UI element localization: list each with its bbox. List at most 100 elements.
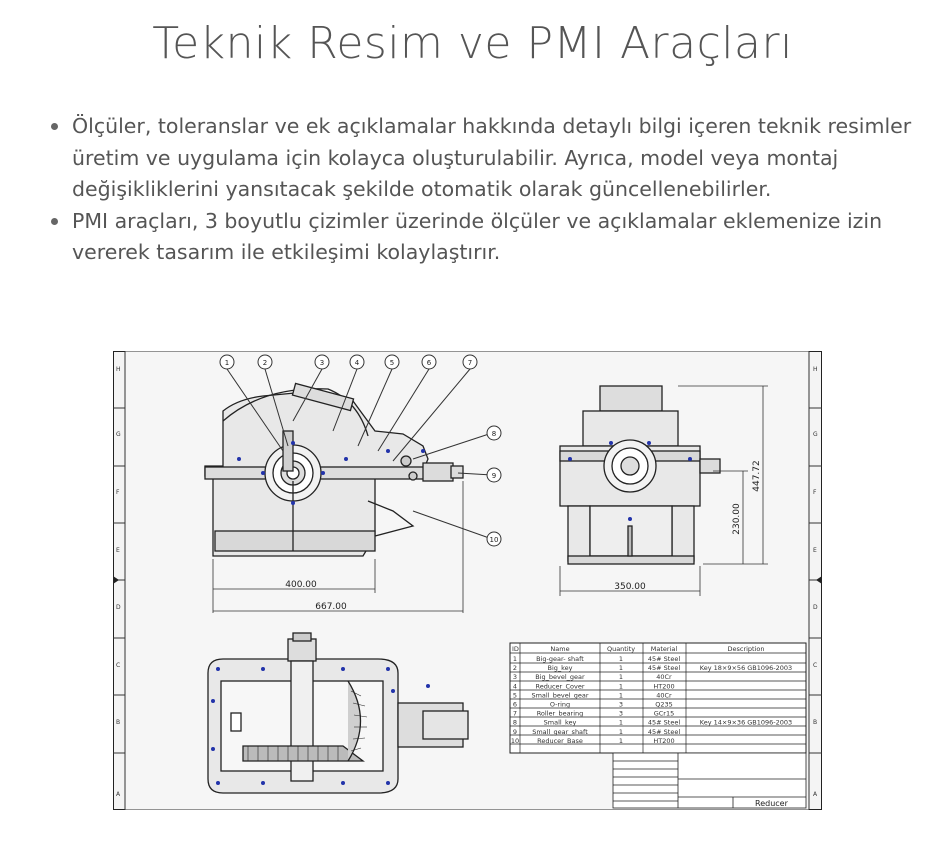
bom-cell: Big-gear- shaft bbox=[536, 655, 584, 663]
dimension-label: 230.00 bbox=[732, 503, 742, 535]
bom-cell: 5 bbox=[513, 691, 517, 699]
bom-cell: 1 bbox=[619, 655, 623, 663]
svg-text:9: 9 bbox=[492, 472, 496, 480]
bom-cell: 4 bbox=[513, 682, 517, 690]
bom-cell: Key 14×9×36 GB1096-2003 bbox=[700, 719, 792, 727]
zone-letter: H bbox=[813, 366, 818, 373]
svg-text:1: 1 bbox=[225, 359, 229, 367]
dimension-label: 400.00 bbox=[285, 580, 317, 590]
zone-letter: F bbox=[116, 489, 120, 496]
zone-letter: G bbox=[116, 431, 121, 438]
gear-teeth bbox=[247, 690, 368, 761]
zone-letter: B bbox=[116, 719, 120, 726]
zone-letter: E bbox=[813, 547, 817, 554]
bom-cell: O-ring bbox=[550, 701, 570, 709]
svg-text:3: 3 bbox=[320, 359, 324, 367]
bom-cell: 6 bbox=[513, 701, 517, 709]
svg-text:6: 6 bbox=[427, 359, 432, 367]
svg-text:5: 5 bbox=[390, 359, 394, 367]
bom-cell: 45# Steel bbox=[648, 655, 680, 663]
zone-letter: A bbox=[813, 791, 818, 798]
feature-text: Ölçüler, toleranslar ve ek açıklamalar h… bbox=[72, 114, 912, 201]
zone-letter: F bbox=[813, 489, 817, 496]
balloon: 6 bbox=[421, 354, 437, 370]
technical-drawing-image: H G F E D C B A H G F E D C B A bbox=[113, 351, 822, 810]
title-block bbox=[612, 752, 807, 809]
balloon: 8 bbox=[486, 425, 502, 441]
bom-cell: 45# Steel bbox=[648, 728, 680, 736]
bom-cell: 10 bbox=[511, 737, 519, 745]
svg-text:Name: Name bbox=[550, 645, 569, 653]
balloon: 10 bbox=[486, 531, 502, 547]
dimension-label: 667.00 bbox=[315, 602, 347, 612]
side-view bbox=[559, 385, 721, 565]
svg-text:2: 2 bbox=[263, 359, 267, 367]
svg-text:Quantity: Quantity bbox=[607, 645, 635, 653]
bom-cell: 1 bbox=[619, 682, 623, 690]
page-title: Teknik Resim ve PMI Araçları bbox=[152, 18, 793, 69]
dimension-label: 447.72 bbox=[752, 460, 762, 492]
bom-cell: Big_key bbox=[547, 664, 572, 672]
balloon: 3 bbox=[314, 354, 330, 370]
bom-cell: Reducer_Cover bbox=[536, 682, 585, 690]
bom-cell: Key 18×9×56 GB1096-2003 bbox=[700, 664, 792, 672]
bom-cell: 45# Steel bbox=[648, 719, 680, 727]
svg-text:Description: Description bbox=[727, 645, 764, 653]
feature-item: PMI araçları, 3 boyutlu çizimler üzerind… bbox=[48, 206, 928, 269]
feature-item: Ölçüler, toleranslar ve ek açıklamalar h… bbox=[48, 111, 928, 206]
bom-cell: 3 bbox=[619, 701, 623, 709]
zone-letter: D bbox=[813, 604, 818, 611]
bom-cell: HT200 bbox=[653, 737, 674, 745]
zone-letter: C bbox=[813, 662, 817, 669]
bom-cell: 45# Steel bbox=[648, 664, 680, 672]
zone-letter: B bbox=[813, 719, 817, 726]
bom-cell: GCr15 bbox=[654, 710, 675, 718]
callout-balloons: 1 2 3 4 5 6 7 8 9 10 bbox=[219, 354, 502, 547]
feature-list: Ölçüler, toleranslar ve ek açıklamalar h… bbox=[48, 111, 928, 269]
bom-cell: 1 bbox=[619, 673, 623, 681]
zone-letter: A bbox=[116, 791, 121, 798]
bom-cell: 40Cr bbox=[656, 673, 672, 681]
bom-cell: 1 bbox=[619, 691, 623, 699]
balloon: 7 bbox=[462, 354, 478, 370]
side-dimensions bbox=[559, 385, 768, 596]
bom-cell: 1 bbox=[513, 655, 517, 663]
bom-cell: 1 bbox=[619, 664, 623, 672]
feature-text: PMI araçları, 3 boyutlu çizimler üzerind… bbox=[72, 208, 883, 265]
balloon: 2 bbox=[257, 354, 273, 370]
balloon: 5 bbox=[384, 354, 400, 370]
svg-text:ID: ID bbox=[512, 645, 519, 653]
zone-letter: G bbox=[813, 431, 818, 438]
bom-cell: 8 bbox=[513, 719, 517, 727]
balloon: 1 bbox=[219, 354, 235, 370]
zone-letter: D bbox=[116, 604, 121, 611]
svg-text:7: 7 bbox=[468, 359, 472, 367]
svg-text:8: 8 bbox=[492, 430, 496, 438]
zone-letter: E bbox=[116, 547, 120, 554]
balloon: 4 bbox=[349, 354, 365, 370]
bom-cell: 40Cr bbox=[656, 691, 672, 699]
svg-text:Material: Material bbox=[651, 645, 678, 653]
bullet-icon bbox=[51, 123, 58, 130]
bom-cell: 1 bbox=[619, 737, 623, 745]
bom-cell: HT200 bbox=[653, 682, 674, 690]
svg-text:4: 4 bbox=[355, 359, 360, 367]
front-dimensions bbox=[212, 481, 464, 613]
title-block-part-name: Reducer bbox=[755, 799, 789, 808]
bom-cell: 2 bbox=[513, 664, 517, 672]
bom-cell: 3 bbox=[513, 673, 517, 681]
bom-cell: 1 bbox=[619, 728, 623, 736]
bom-cell: Q235 bbox=[655, 701, 673, 709]
bom-cell: Small_key bbox=[544, 719, 577, 727]
bullet-icon bbox=[51, 217, 58, 225]
zone-letter: H bbox=[116, 366, 121, 373]
bom-cell: 9 bbox=[513, 728, 517, 736]
bom-cell: Small_bevel_gear bbox=[531, 691, 588, 699]
bom-cell: Roller_bearing bbox=[537, 710, 584, 718]
bolt-markers bbox=[237, 441, 425, 505]
svg-text:10: 10 bbox=[490, 536, 499, 544]
bom-cell: Small_gear_shaft bbox=[532, 728, 588, 736]
bom-cell: 7 bbox=[513, 710, 517, 718]
dimension-label: 350.00 bbox=[614, 582, 646, 592]
